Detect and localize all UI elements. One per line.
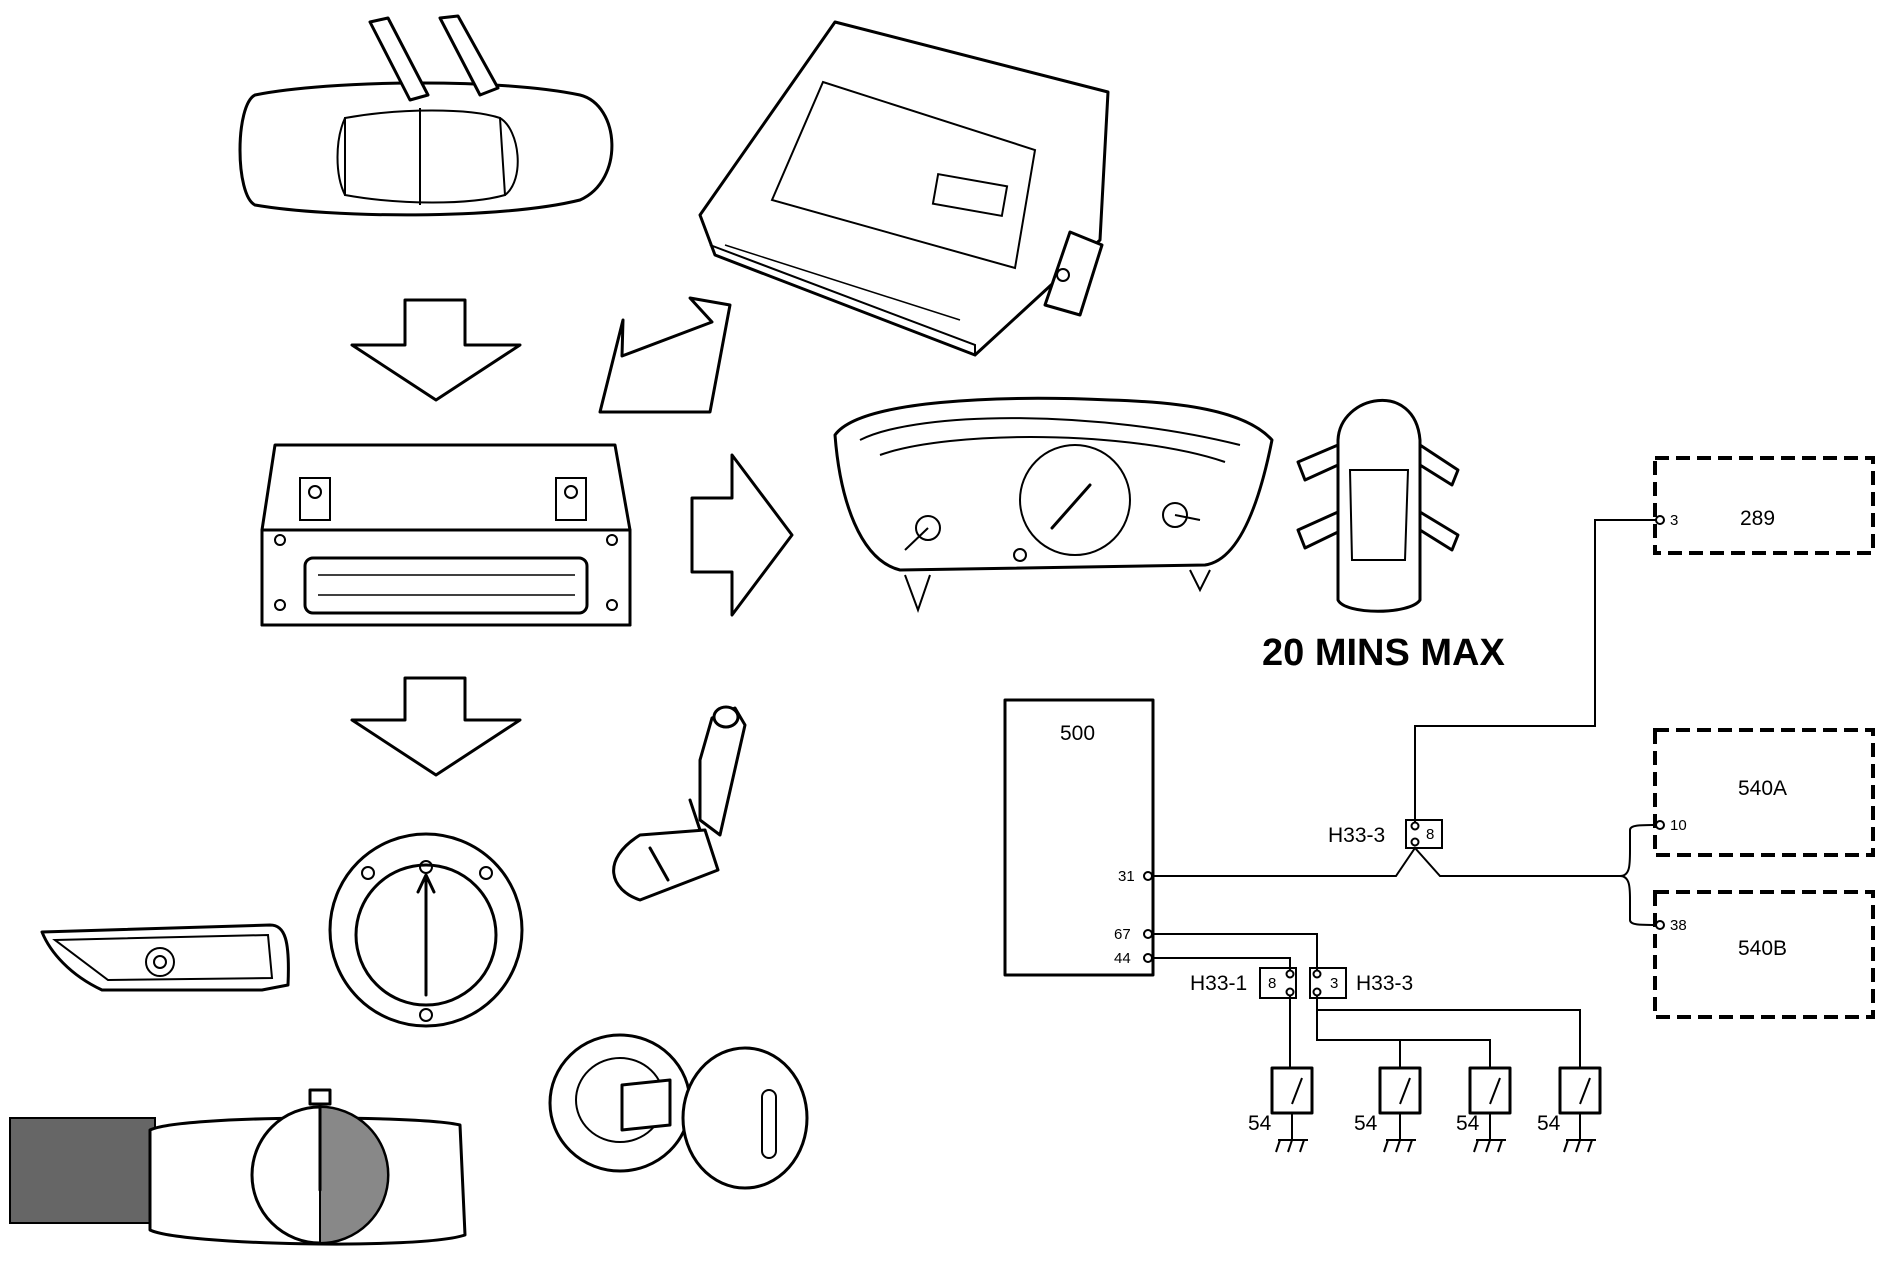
svg-text:54: 54 <box>1248 1112 1272 1135</box>
svg-text:10: 10 <box>1670 817 1687 834</box>
connector-h33-3-bottom: 3 H33-3 <box>1309 967 1413 999</box>
svg-text:H33-3: H33-3 <box>1328 824 1385 847</box>
svg-text:H33-3: H33-3 <box>1356 972 1413 995</box>
ignition-key-icon <box>548 1033 809 1190</box>
ecu-connector-icon <box>260 443 632 627</box>
switch-54-2: 54 <box>1354 1066 1422 1153</box>
connector-h33-1: 8 H33-1 <box>1190 967 1297 999</box>
car-side-icon <box>1296 399 1460 613</box>
svg-text:8: 8 <box>1268 975 1276 992</box>
svg-text:3: 3 <box>1330 975 1338 992</box>
svg-text:289: 289 <box>1740 507 1775 530</box>
stopwatch-icon <box>9 1088 467 1246</box>
component-289: 289 3 <box>1653 456 1875 555</box>
svg-text:8: 8 <box>1426 826 1434 843</box>
component-540A: 540A 10 <box>1653 728 1875 857</box>
switch-54-3: 54 <box>1456 1066 1512 1153</box>
arrow-diagonal-icon <box>598 296 732 414</box>
switch-54-4: 54 <box>1537 1066 1602 1153</box>
svg-text:54: 54 <box>1354 1112 1378 1135</box>
svg-text:38: 38 <box>1670 917 1687 934</box>
interior-lamp-icon <box>40 923 290 992</box>
duration-title: 20 MINS MAX <box>1262 632 1505 674</box>
svg-text:31: 31 <box>1118 868 1135 885</box>
svg-text:54: 54 <box>1456 1112 1480 1135</box>
headlamp-switch-icon <box>328 832 524 1028</box>
svg-text:500: 500 <box>1060 722 1095 745</box>
component-540B: 540B 38 <box>1653 890 1875 1019</box>
svg-text:H33-1: H33-1 <box>1190 972 1247 995</box>
wiring-diagram: 500 31 67 44 289 3 540A 10 540B 38 <box>1003 456 1875 1153</box>
svg-text:54: 54 <box>1537 1112 1561 1135</box>
svg-text:67: 67 <box>1114 926 1131 943</box>
power-seat-icon <box>612 705 747 902</box>
control-module-icon <box>698 20 1110 357</box>
car-doors-open-icon <box>238 14 614 217</box>
arrow-right-icon <box>690 453 794 617</box>
instrument-cluster-icon <box>833 396 1274 613</box>
svg-text:3: 3 <box>1670 512 1678 529</box>
connector-h33-3-top: 8 H33-3 <box>1328 819 1443 849</box>
arrow-down-icon <box>350 298 522 402</box>
svg-text:44: 44 <box>1114 950 1131 967</box>
wires <box>1152 519 1657 1068</box>
svg-text:540A: 540A <box>1738 777 1787 800</box>
component-500: 500 31 67 44 <box>1003 698 1155 977</box>
svg-text:540B: 540B <box>1738 937 1787 960</box>
arrow-down-icon <box>350 676 522 777</box>
switch-54-1: 54 <box>1248 1066 1314 1153</box>
